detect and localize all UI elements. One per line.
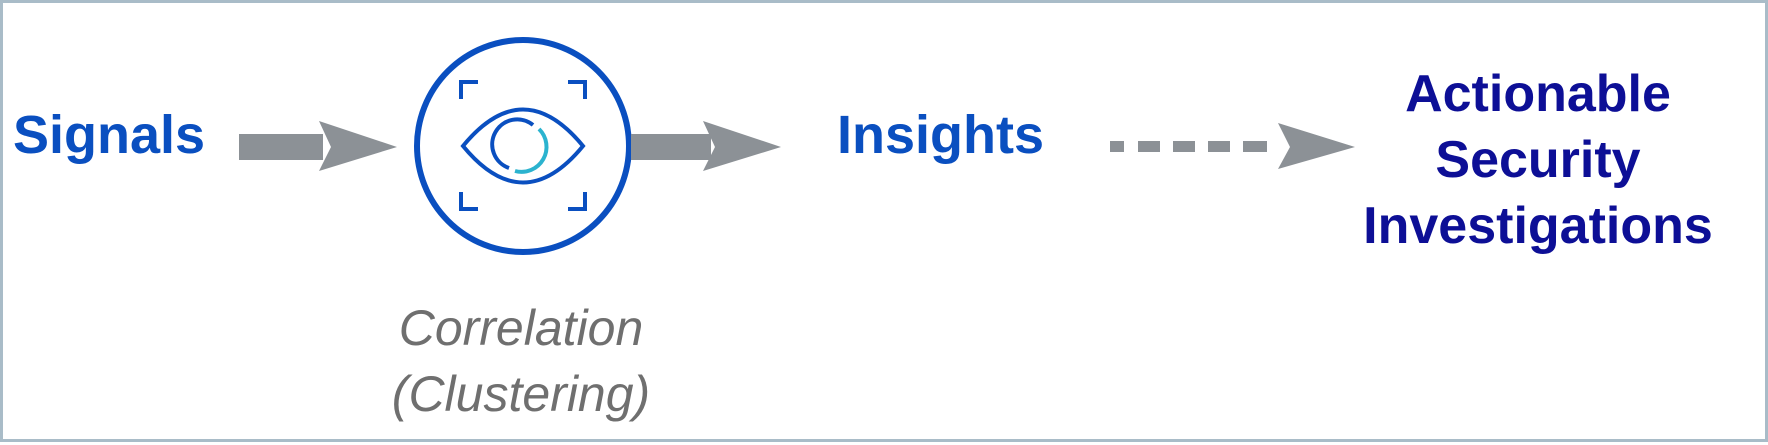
outcome-line-1: Actionable bbox=[1405, 65, 1671, 123]
arrow-correlation-to-insights bbox=[631, 121, 781, 171]
correlation-circle bbox=[414, 37, 632, 255]
eye-icon bbox=[459, 80, 587, 211]
outcome-line-2: Security bbox=[1435, 131, 1641, 189]
caption-line-1: Correlation bbox=[398, 300, 644, 356]
signals-label: Signals bbox=[13, 105, 206, 165]
flow-diagram bbox=[239, 37, 1355, 255]
arrow-signals-to-correlation bbox=[239, 121, 397, 171]
outcome-line-3: Investigations bbox=[1363, 197, 1713, 255]
correlation-caption: Correlation (Clustering) bbox=[321, 295, 721, 427]
caption-line-2: (Clustering) bbox=[391, 366, 651, 422]
correlation-node bbox=[414, 37, 632, 255]
dashed-arrow-insights-to-investigations bbox=[1110, 123, 1355, 169]
actionable-investigations-label: Actionable Security Investigations bbox=[1313, 61, 1763, 259]
insights-label: Insights bbox=[837, 105, 1045, 165]
